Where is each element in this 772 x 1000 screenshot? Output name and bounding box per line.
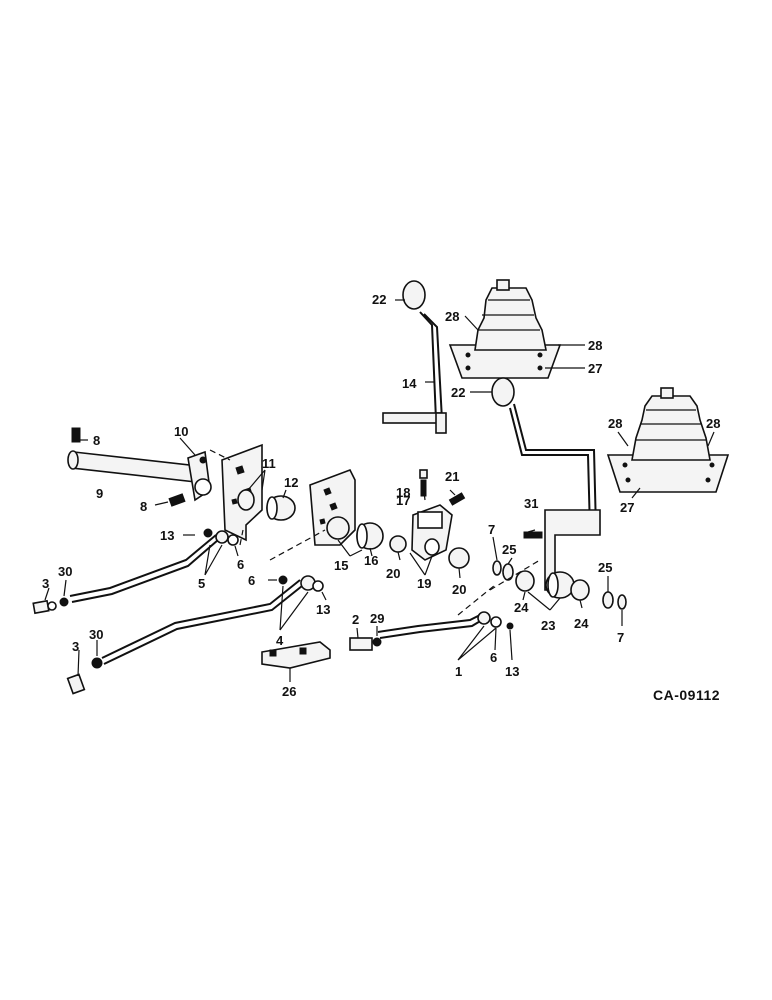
label-12: 12 <box>284 475 298 490</box>
leader-lines <box>44 299 715 682</box>
shift-lever-14 <box>382 280 447 434</box>
label-15: 15 <box>334 558 348 573</box>
label-22b: 22 <box>451 385 465 400</box>
gate-plate-right <box>309 468 356 546</box>
label-13c: 13 <box>505 664 519 679</box>
shifter-block-19 <box>411 469 466 561</box>
bracket-26 <box>261 641 331 669</box>
snap-ring-7-upper <box>492 560 514 581</box>
label-18: 18 <box>396 485 410 500</box>
label-10: 10 <box>174 424 188 439</box>
label-9: 9 <box>96 486 103 501</box>
shift-lever-lower <box>491 377 601 591</box>
label-28a: 28 <box>445 309 459 324</box>
label-3a: 3 <box>42 576 49 591</box>
bracket-10 <box>187 450 212 502</box>
label-20b: 20 <box>452 582 466 597</box>
label-25b: 25 <box>598 560 612 575</box>
label-8a: 8 <box>93 433 100 448</box>
label-14: 14 <box>402 376 417 391</box>
label-31: 31 <box>524 496 538 511</box>
label-7a: 7 <box>488 522 495 537</box>
label-7b: 7 <box>617 630 624 645</box>
label-8b: 8 <box>140 499 147 514</box>
label-6b: 6 <box>248 573 255 588</box>
shift-boot-upper <box>448 279 562 379</box>
label-17: 17 <box>396 493 410 508</box>
label-5: 5 <box>198 576 205 591</box>
ball-joint-3-lower <box>66 657 103 695</box>
label-24b: 24 <box>574 616 589 631</box>
label-19: 19 <box>417 576 431 591</box>
label-21: 21 <box>445 469 459 484</box>
bushing-24-right <box>570 579 590 601</box>
label-26: 26 <box>282 684 296 699</box>
label-23: 23 <box>541 618 555 633</box>
shift-rod-4 <box>101 575 324 665</box>
label-29: 29 <box>370 611 384 626</box>
label-28d: 28 <box>706 416 720 431</box>
label-6a: 6 <box>237 557 244 572</box>
label-24a: 24 <box>514 600 529 615</box>
label-16: 16 <box>364 553 378 568</box>
label-30b: 30 <box>89 627 103 642</box>
label-25a: 25 <box>502 542 516 557</box>
bushing-24-left <box>515 570 535 592</box>
label-20a: 20 <box>386 566 400 581</box>
label-11: 11 <box>262 456 276 471</box>
shift-rod-1 <box>377 611 514 639</box>
bushing-12 <box>266 495 296 521</box>
washer-20-left <box>389 535 407 553</box>
bushing-23 <box>545 571 575 599</box>
label-22a: 22 <box>372 292 386 307</box>
shift-boot-right <box>606 387 730 493</box>
callout-labels: 22 28 28 27 22 14 28 28 27 10 8 9 8 11 1… <box>42 292 720 699</box>
label-13b: 13 <box>316 602 330 617</box>
pin-31 <box>523 531 543 539</box>
label-27a: 27 <box>588 361 602 376</box>
label-2: 2 <box>352 612 359 627</box>
shaft-9 <box>67 427 199 507</box>
label-1: 1 <box>455 664 462 679</box>
label-30a: 30 <box>58 564 72 579</box>
drawing-code: CA-09112 <box>653 687 720 703</box>
label-6c: 6 <box>490 650 497 665</box>
washer-20-right <box>448 547 470 569</box>
label-27b: 27 <box>620 500 634 515</box>
label-4: 4 <box>276 633 284 648</box>
shift-rod-5 <box>69 528 239 603</box>
label-28b: 28 <box>588 338 602 353</box>
label-28c: 28 <box>608 416 622 431</box>
snap-ring-7-lower <box>602 591 627 610</box>
label-13a: 13 <box>160 528 174 543</box>
ball-joint-3-upper <box>32 597 69 615</box>
bushing-16 <box>356 522 384 550</box>
gate-plate-left <box>221 443 263 542</box>
label-3b: 3 <box>72 639 79 654</box>
connector-2 <box>349 637 382 651</box>
